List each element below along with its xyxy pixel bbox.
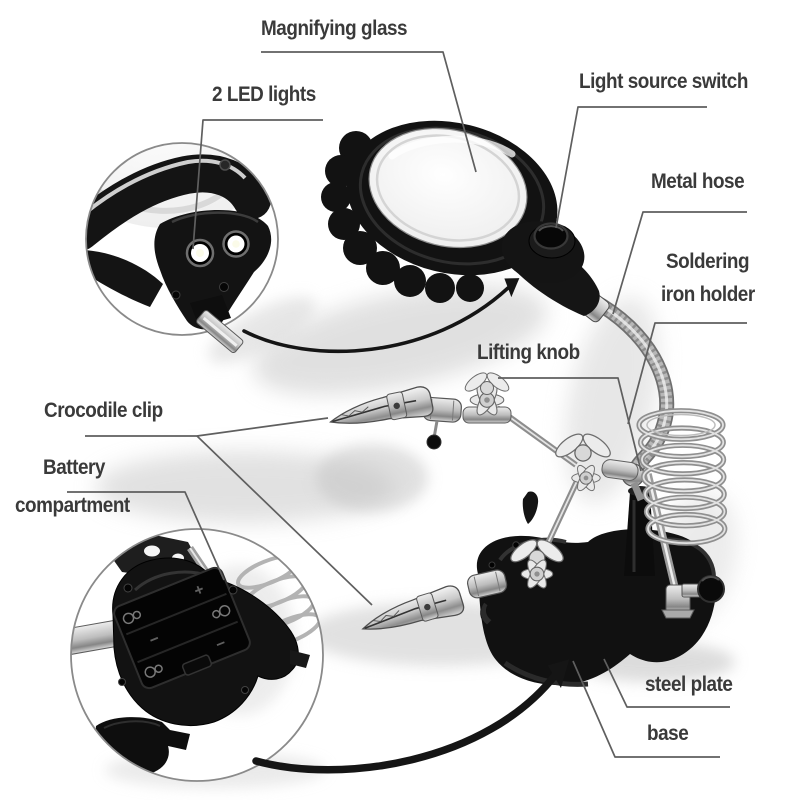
label-crocodile-clip: Crocodile clip bbox=[44, 399, 163, 422]
battery-bay bbox=[113, 566, 251, 690]
helping-hand-arms bbox=[326, 369, 639, 644]
label-base: base bbox=[647, 722, 689, 745]
label-magnifying-glass: Magnifying glass bbox=[261, 17, 408, 40]
label-led-lights: 2 LED lights bbox=[212, 83, 316, 106]
magnifier-lens bbox=[368, 127, 528, 249]
station bbox=[326, 369, 728, 687]
leader-base bbox=[572, 660, 720, 758]
leader-lines bbox=[67, 51, 747, 758]
label-lifting-knob: Lifting knob bbox=[477, 341, 580, 364]
leader-led-lights bbox=[192, 119, 323, 250]
leader-crocodile-clip-lower bbox=[196, 435, 373, 606]
callout-arrows bbox=[242, 278, 570, 774]
arrow-inset-to-magnifier bbox=[242, 286, 510, 354]
inset-led-closeup bbox=[85, 142, 279, 354]
leader-soldering-iron-holder bbox=[627, 322, 747, 425]
label-battery-line1: Battery bbox=[43, 456, 105, 479]
inset-battery-closeup bbox=[70, 528, 324, 782]
leader-lifting-knob bbox=[498, 377, 642, 472]
label-metal-hose: Metal hose bbox=[651, 170, 745, 193]
leader-light-source-switch bbox=[555, 106, 707, 229]
frame-grip-bumps bbox=[321, 131, 484, 303]
inset-circle-outline bbox=[85, 142, 279, 336]
leader-steel-plate bbox=[603, 658, 730, 708]
leader-battery-compartment bbox=[67, 491, 225, 581]
inset-circle-outline bbox=[70, 528, 324, 782]
light-source-switch-button bbox=[533, 222, 569, 250]
label-soldering-line2: iron holder bbox=[661, 283, 755, 306]
soldering-iron-holder-stand bbox=[644, 473, 725, 619]
leader-metal-hose bbox=[612, 211, 747, 315]
label-soldering-line1: Soldering bbox=[666, 250, 750, 273]
magnifying-glass-head bbox=[321, 120, 610, 323]
soldering-iron-holder-coil bbox=[636, 408, 728, 546]
label-battery-line2: compartment bbox=[15, 494, 130, 517]
leader-magnifying-glass bbox=[261, 51, 477, 173]
inset-frame-rim bbox=[86, 154, 271, 251]
label-light-source-switch: Light source switch bbox=[579, 70, 748, 93]
arrow-inset-to-base bbox=[252, 670, 560, 774]
label-steel-plate: steel plate bbox=[645, 673, 733, 696]
inset-chrome-stem bbox=[196, 310, 244, 354]
